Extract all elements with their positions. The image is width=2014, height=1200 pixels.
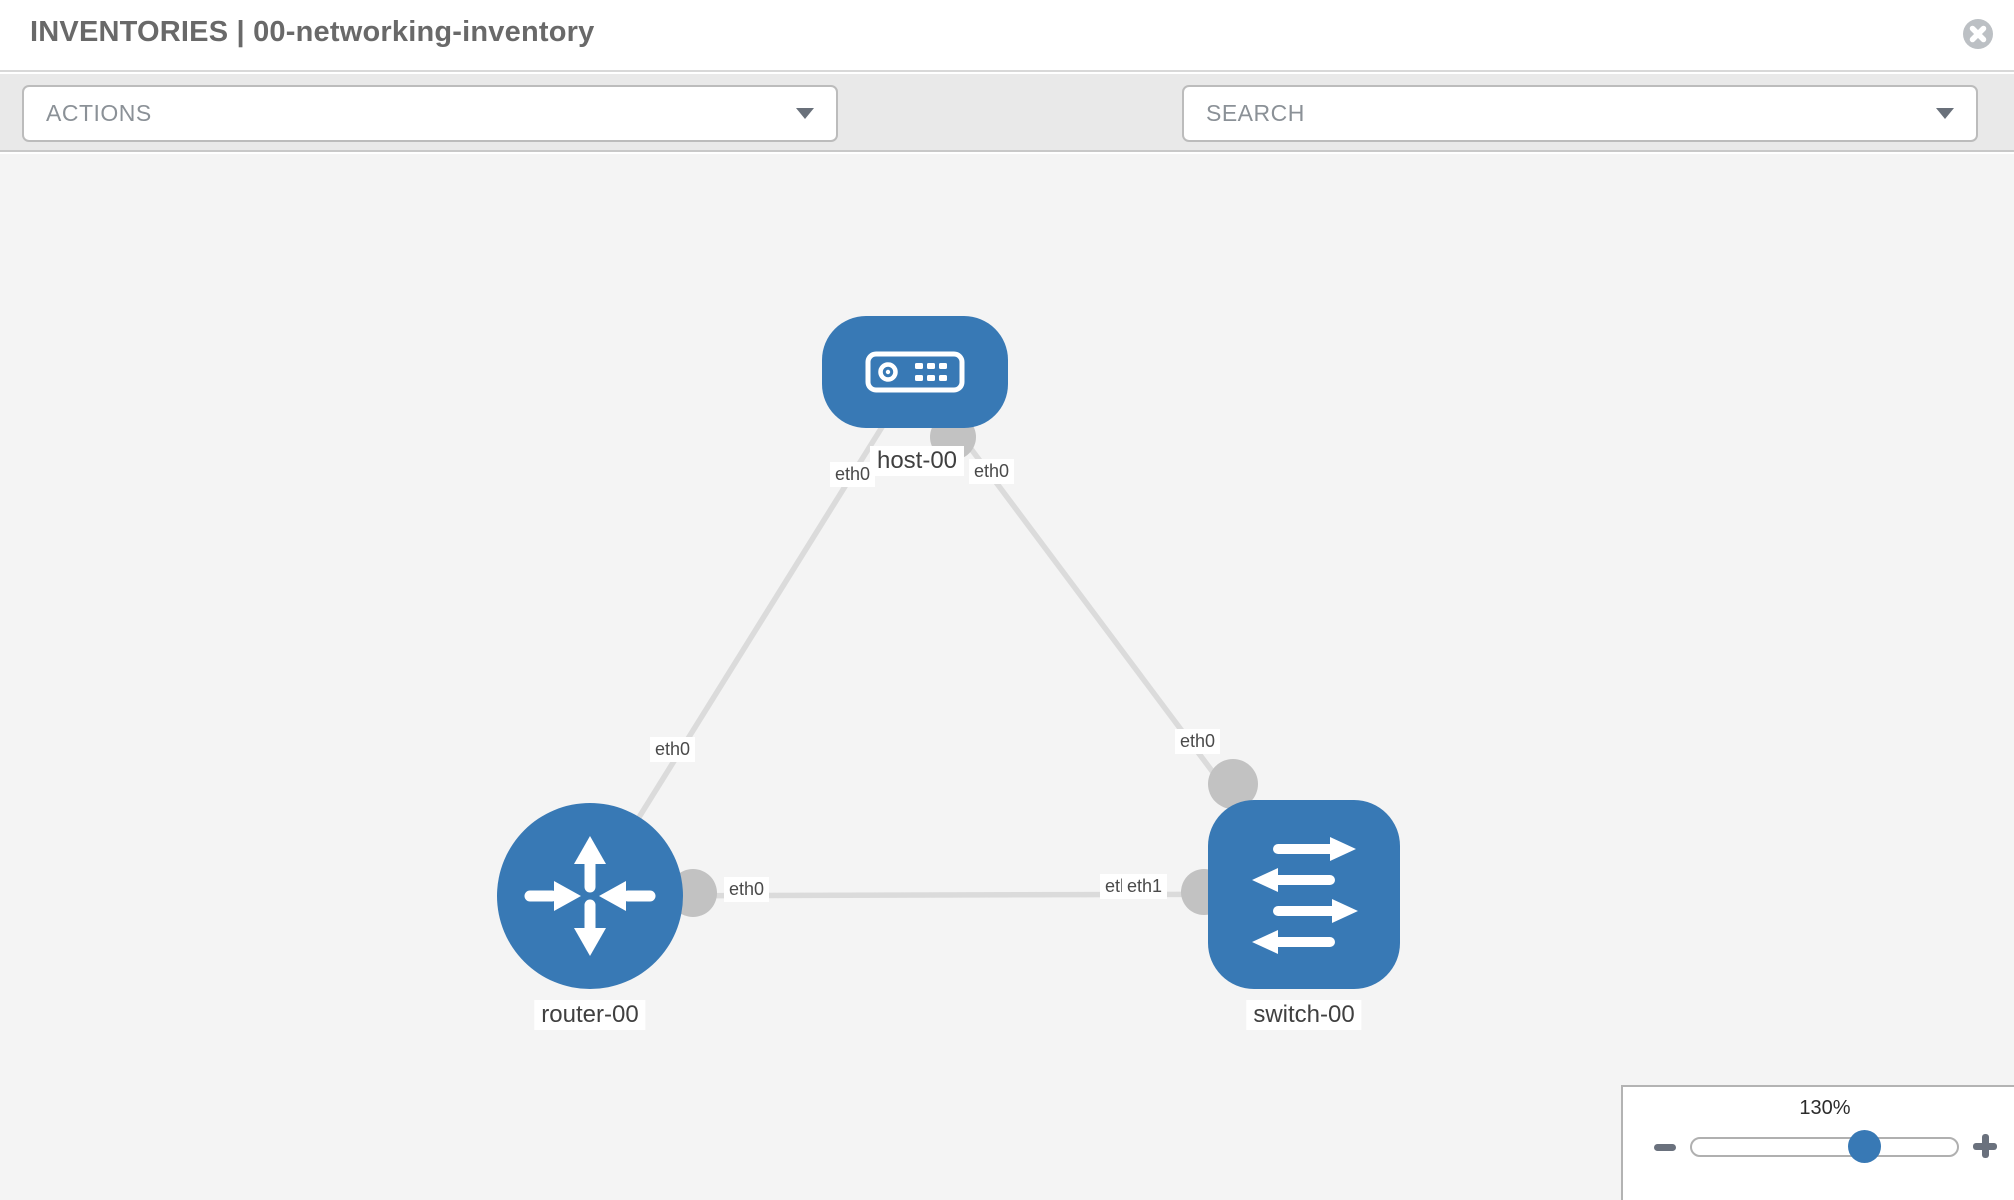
interface-label: eth0 (1175, 729, 1221, 754)
interface-dot-switch-top[interactable] (1208, 759, 1258, 809)
header: INVENTORIES | 00-networking-inventory (0, 0, 2014, 72)
interface-label: eth0 (830, 462, 876, 487)
zoom-control-panel: 130% (1621, 1085, 2014, 1200)
node-router-00[interactable] (497, 803, 683, 989)
zoom-level-value: 130% (1799, 1097, 1851, 1119)
interface-label: eth0 (650, 737, 696, 762)
topology-canvas[interactable]: eth0 eth0 eth0 eth0 eth0 eth0 eth1 host-… (0, 154, 2014, 1200)
node-host-00[interactable] (822, 316, 1008, 428)
router-icon (524, 836, 656, 956)
host-icon (865, 351, 965, 393)
zoom-out-button[interactable] (1654, 1144, 1676, 1151)
chevron-down-icon (1936, 108, 1954, 119)
close-icon[interactable] (1962, 18, 1994, 50)
interface-label: eth0 (724, 877, 770, 902)
chevron-down-icon (796, 108, 814, 119)
node-label-router: router-00 (534, 1000, 646, 1030)
plus-icon (1981, 1134, 1989, 1158)
node-label-switch: switch-00 (1246, 1000, 1362, 1030)
node-switch-00[interactable] (1208, 800, 1400, 989)
actions-dropdown[interactable]: ACTIONS (22, 85, 838, 142)
zoom-in-button[interactable] (1973, 1134, 1997, 1158)
interface-label: eth0 (969, 459, 1015, 484)
link-host-router[interactable] (587, 372, 918, 898)
switch-icon (1252, 836, 1358, 954)
zoom-slider-thumb[interactable] (1848, 1130, 1881, 1163)
topology-links-layer (587, 372, 1307, 917)
zoom-slider-track[interactable] (1690, 1137, 1959, 1157)
toolbar: ACTIONS SEARCH (0, 74, 2014, 201)
search-placeholder: SEARCH (1206, 100, 1305, 126)
node-label-host: host-00 (869, 446, 965, 476)
interface-label: eth1 (1122, 874, 1168, 899)
search-dropdown[interactable]: SEARCH (1182, 85, 1978, 142)
actions-dropdown-label: ACTIONS (46, 100, 152, 126)
page-title: INVENTORIES | 00-networking-inventory (30, 16, 595, 48)
